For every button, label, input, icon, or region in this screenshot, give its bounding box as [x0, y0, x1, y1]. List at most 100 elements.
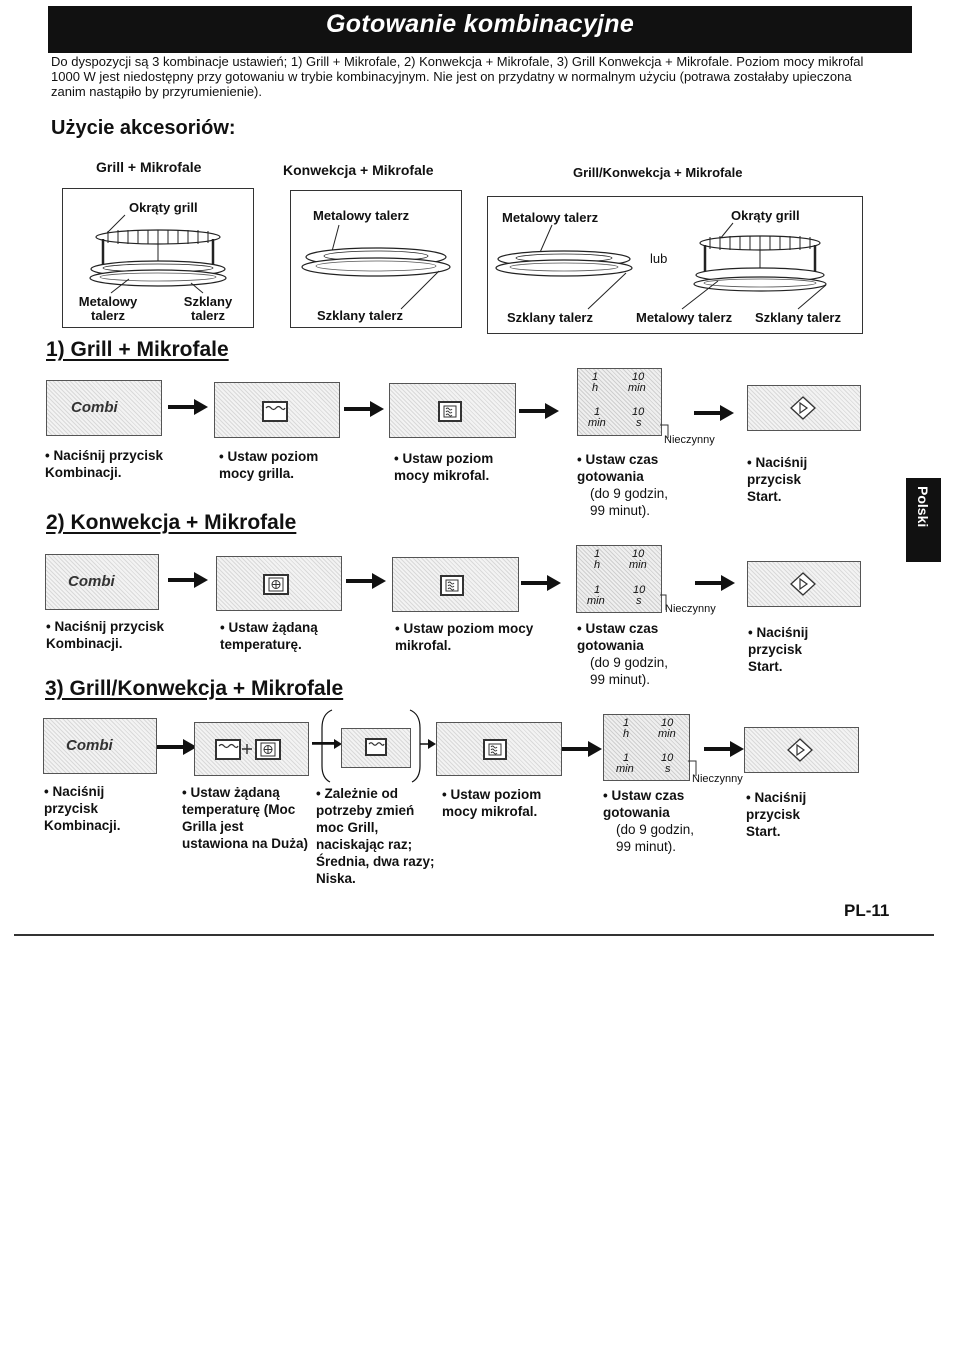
arrow-right-icon — [344, 401, 384, 417]
timer-sec-unit: s — [665, 763, 671, 775]
timer-dial-panel[interactable]: 1 10 h min 1 10 min s — [577, 368, 662, 436]
convection-temperature-button[interactable] — [216, 556, 342, 611]
step-1-2: • Ustaw poziom mocy grilla. — [219, 449, 319, 481]
microwave-power-button[interactable] — [389, 383, 516, 438]
inactive-label: Nieczynny — [665, 603, 716, 615]
start-button[interactable] — [744, 727, 859, 773]
start-button[interactable] — [747, 385, 861, 431]
acc-label-grill-convection: Grill/Konwekcja + Mikrofale — [573, 165, 743, 180]
timer-hour-1: 1 — [623, 717, 630, 729]
convection-icon — [263, 574, 289, 595]
inactive-bracket — [688, 760, 697, 776]
step-1-4: • Ustaw czas gotowania(do 9 godzin, 99 m… — [577, 452, 669, 518]
grill-icon — [365, 738, 387, 756]
combi-button[interactable]: Combi — [45, 554, 159, 610]
timer-hour-10: 10 — [632, 548, 645, 560]
metal-plate-label-2: Metalowy talerz — [636, 310, 733, 325]
combi-button[interactable]: Combi — [46, 380, 162, 436]
timer-hour-1: 1 — [592, 371, 599, 383]
timer-hour-unit: h — [623, 728, 630, 740]
section-1-title: 1) Grill + Mikrofale — [46, 338, 229, 361]
step-3-3: • Zależnie od potrzeby zmień moc Grill, … — [316, 786, 435, 886]
microwave-power-button[interactable] — [392, 557, 519, 612]
microwave-icon — [438, 401, 462, 422]
arrow-right-icon — [519, 403, 559, 419]
inactive-label: Nieczynny — [664, 434, 715, 446]
timer-hour-minutes-unit: min — [628, 382, 646, 394]
timer-hour-unit: h — [594, 559, 601, 571]
accessory-box-grill: Okrąty grill Metalowy talerz Szklany tal… — [62, 188, 254, 328]
timer-min-unit: min — [587, 595, 605, 607]
plates-illustration — [301, 224, 451, 310]
timer-min-10: 10 — [661, 752, 674, 764]
timer-dial-panel[interactable]: 1 10 h min 1 10 min s — [603, 714, 690, 781]
step-1-3: • Ustaw poziom mocy mikrofal. — [394, 451, 494, 483]
inactive-bracket — [660, 424, 669, 438]
microwave-icon — [440, 575, 464, 596]
timer-min-10: 10 — [632, 406, 645, 418]
grill-power-button[interactable] — [214, 382, 340, 438]
title-bar: Gotowanie kombinacyjne — [48, 6, 912, 53]
step-3-4: • Ustaw poziom mocy mikrofal. — [442, 787, 542, 819]
start-icon — [790, 572, 816, 596]
intro-text: Do dyspozycji są 3 kombinacje ustawień; … — [51, 54, 864, 99]
step-2-3: • Ustaw poziom mocy mikrofal. — [395, 621, 534, 653]
grill-level-button[interactable] — [341, 728, 411, 768]
microwave-icon — [483, 739, 507, 760]
timer-hour-minutes-unit: min — [658, 728, 676, 740]
glass-plate-label: Szklany talerz — [317, 308, 403, 323]
grill-convection-button[interactable] — [194, 722, 309, 776]
timer-hour-10: 10 — [661, 717, 674, 729]
timer-hour-unit: h — [592, 382, 599, 394]
arrow-right-icon — [168, 572, 208, 588]
timer-min-1: 1 — [594, 406, 601, 418]
combi-label: Combi — [71, 399, 118, 416]
step-2-4: • Ustaw czas gotowania(do 9 godzin, 99 m… — [577, 621, 669, 687]
timer-min-unit: min — [616, 763, 634, 775]
grill-or-plate-illustration — [495, 222, 827, 310]
step-3-6: • Naciśnij przycisk Start. — [746, 790, 807, 839]
acc-label-grill: Grill + Mikrofale — [96, 159, 202, 175]
metal-plate-label: Metalowy talerz — [313, 208, 410, 223]
accessories-heading: Użycie akcesoriów: — [51, 117, 236, 139]
arrow-right-icon — [168, 399, 208, 415]
round-grill-label: Okrąty grill — [731, 208, 800, 223]
arrow-right-icon — [521, 575, 561, 591]
timer-sec-unit: s — [636, 417, 642, 429]
timer-min-1: 1 — [623, 752, 630, 764]
timer-hour-1: 1 — [594, 548, 601, 560]
glass-plate-label: Szklany talerz — [507, 310, 593, 325]
microwave-power-button[interactable] — [436, 722, 562, 776]
grill-icon — [262, 401, 288, 422]
optional-step-bracket — [312, 709, 436, 783]
section-3-title: 3) Grill/Konwekcja + Mikrofale — [45, 677, 344, 700]
arrow-right-icon — [157, 739, 197, 755]
accessory-box-convection: Metalowy talerz Szklany talerz — [290, 190, 462, 328]
page-number: PL-11 — [844, 901, 890, 920]
start-icon — [787, 738, 813, 762]
page-title: Gotowanie kombinacyjne — [326, 10, 635, 38]
arrow-right-icon — [694, 405, 734, 421]
round-grill-label: Okrąty grill — [129, 200, 198, 215]
timer-hour-minutes-unit: min — [629, 559, 647, 571]
metal-plate-label: Metalowy talerz — [502, 210, 599, 225]
plus-icon — [242, 744, 252, 754]
accessory-box-grill-convection: Metalowy talerz Okrąty grill lub Szklany… — [487, 196, 863, 334]
language-tab-label: Polski — [915, 486, 931, 528]
timer-dial-panel[interactable]: 1 10 h min 1 10 min s — [576, 545, 662, 613]
step-2-5: • Naciśnij przycisk Start. — [748, 625, 809, 674]
grill-icon — [215, 739, 241, 760]
timer-hour-10: 10 — [632, 371, 645, 383]
language-tab: Polski — [906, 478, 941, 562]
section-2-title: 2) Konwekcja + Mikrofale — [46, 511, 297, 534]
step-3-5: • Ustaw czas gotowania(do 9 godzin, 99 m… — [603, 788, 695, 854]
arrow-right-icon — [346, 573, 386, 589]
step-3-1: • Naciśnij przycisk Kombinacji. — [44, 784, 121, 833]
glass-plate-label: Szklany talerz — [183, 294, 233, 323]
acc-label-convection: Konwekcja + Mikrofale — [283, 162, 434, 178]
start-button[interactable] — [747, 561, 861, 607]
step-3-2: • Ustaw żądaną temperaturę (Moc Grilla j… — [182, 785, 309, 851]
arrow-right-icon — [695, 575, 735, 591]
combi-button[interactable]: Combi — [43, 718, 157, 774]
or-label: lub — [650, 251, 668, 266]
